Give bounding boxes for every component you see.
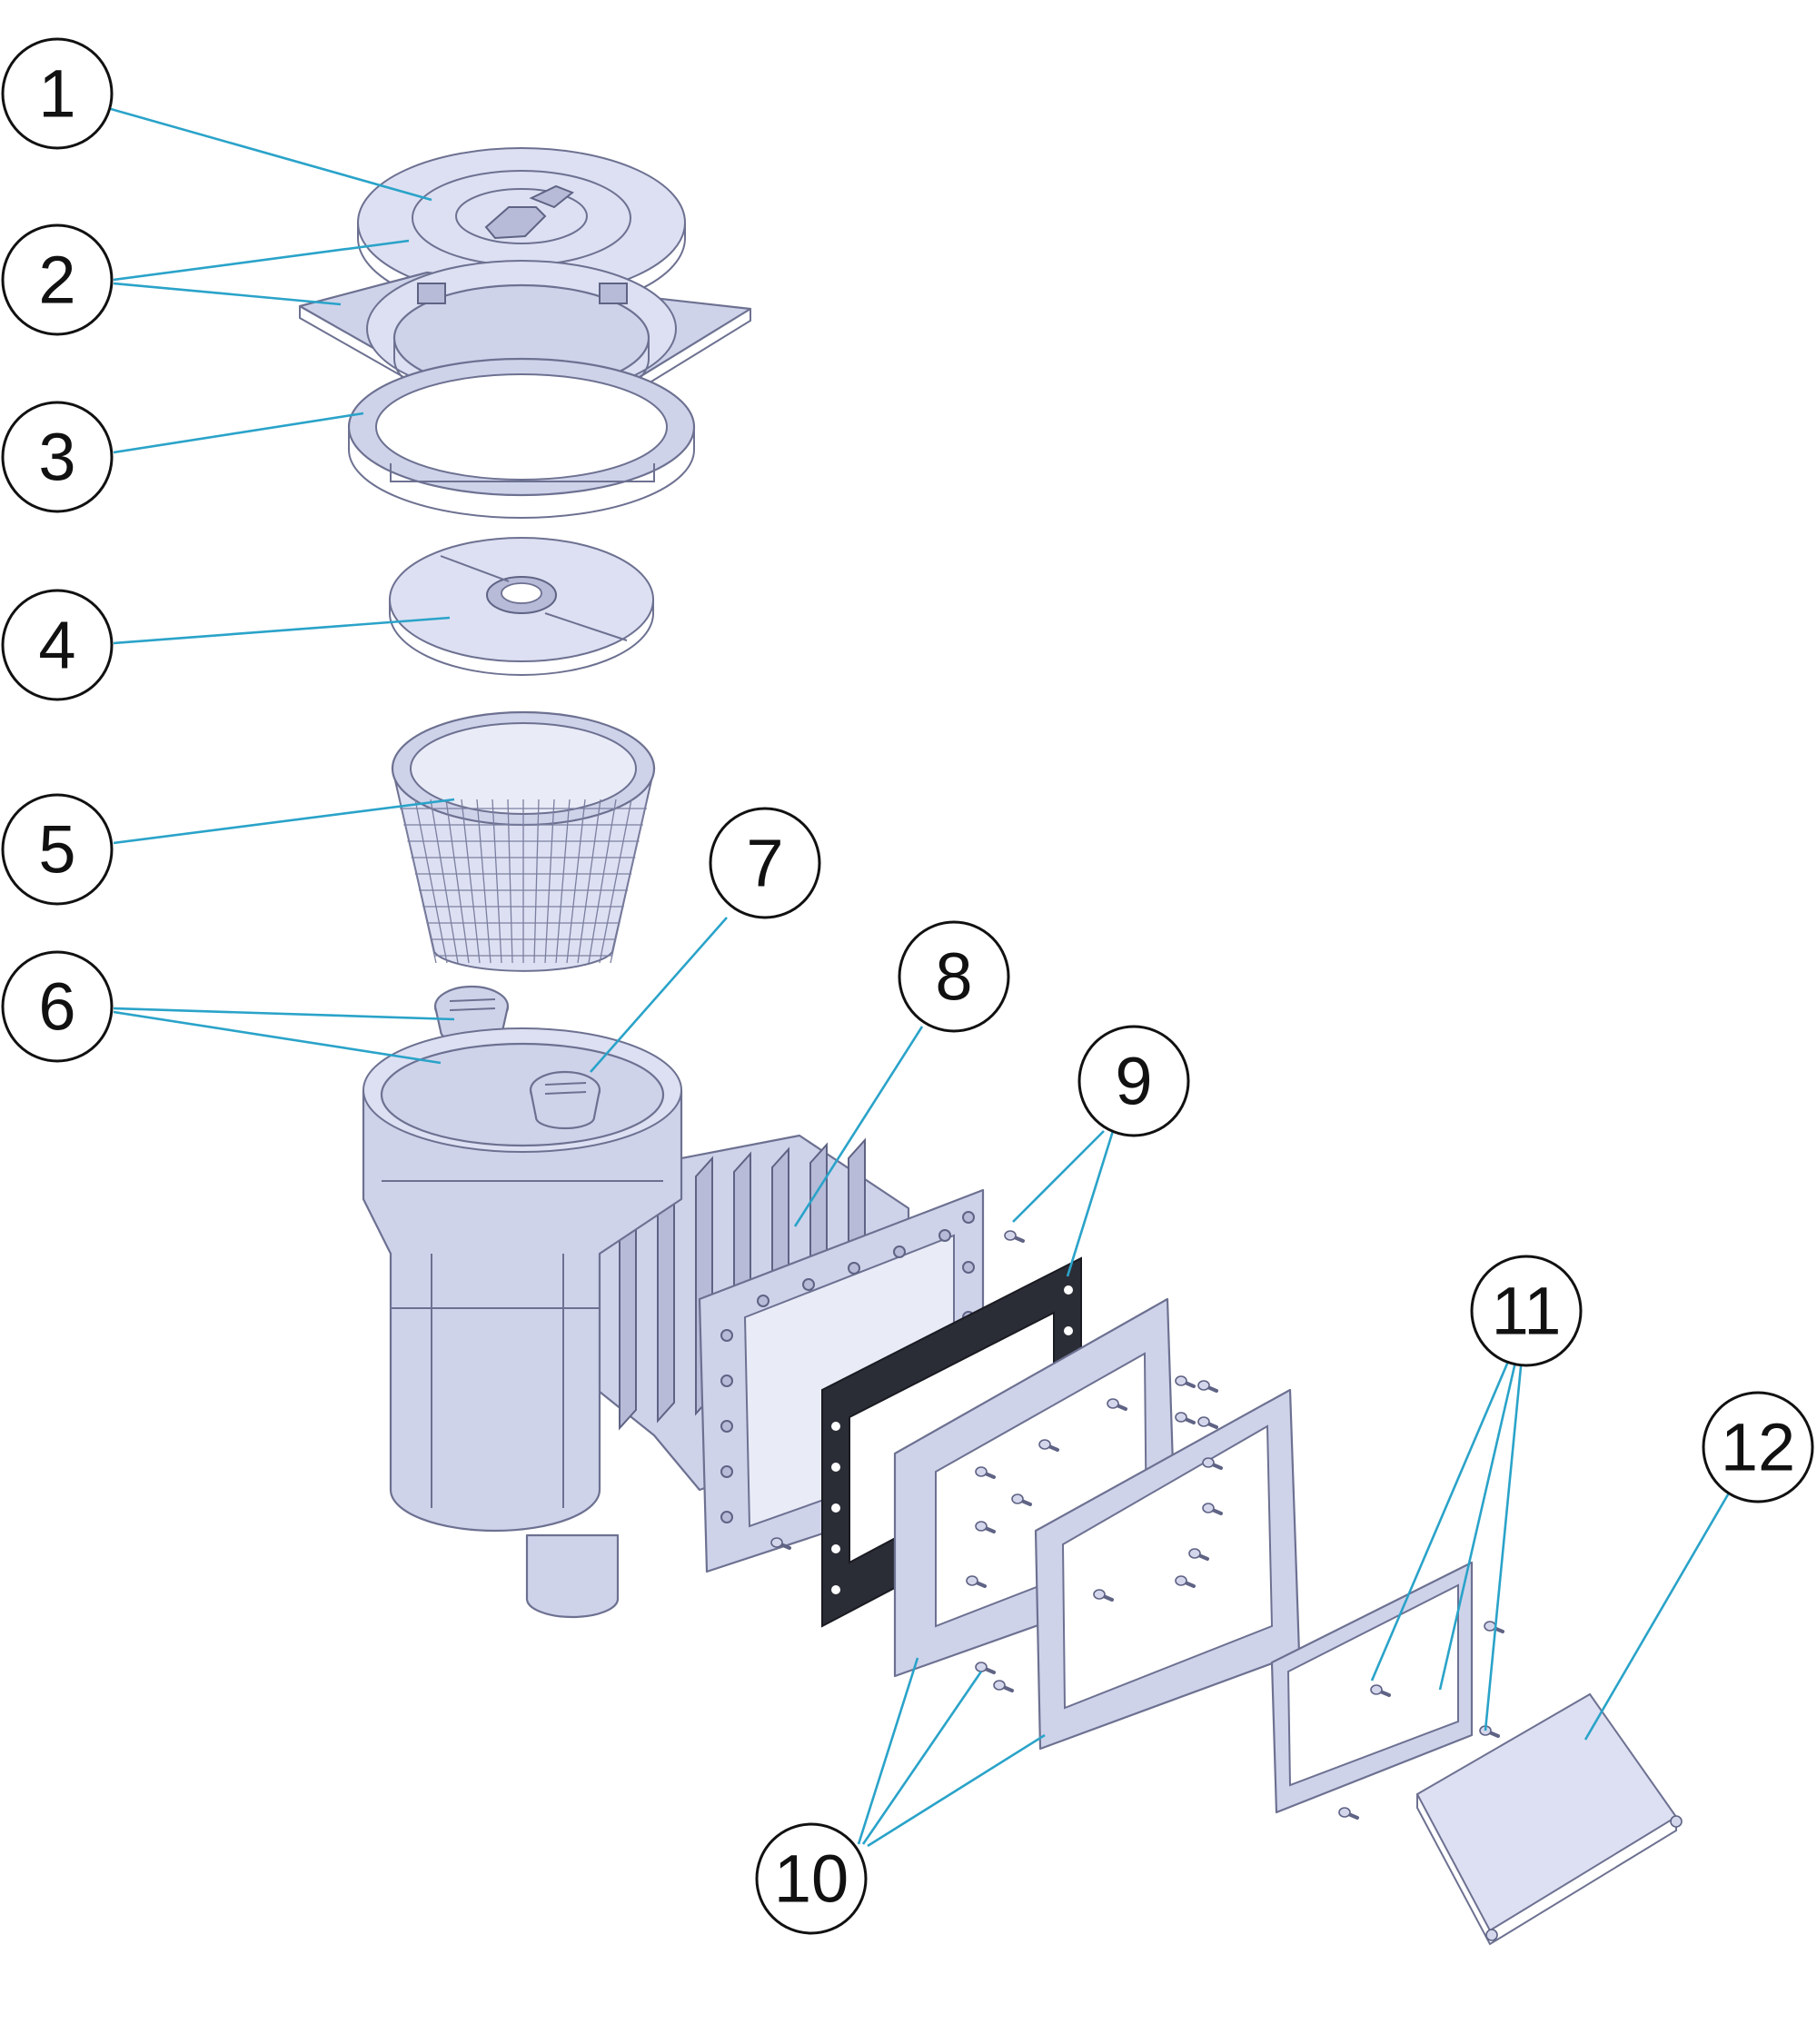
part-4-disc <box>389 537 654 676</box>
callout-6: 6 <box>1 950 114 1063</box>
callout-6-label: 6 <box>38 969 75 1045</box>
callout-5-label: 5 <box>38 812 75 888</box>
callout-10: 10 <box>755 1822 868 1935</box>
callout-7: 7 <box>709 807 821 919</box>
callout-1-label: 1 <box>38 56 75 132</box>
callout-9: 9 <box>1077 1025 1190 1137</box>
leader-lines <box>110 107 1733 1848</box>
callout-5: 5 <box>1 793 114 906</box>
screws-group <box>770 1230 1504 1820</box>
callout-7-label: 7 <box>746 826 783 901</box>
callout-12: 12 <box>1702 1391 1814 1503</box>
callout-11: 11 <box>1470 1255 1583 1367</box>
callout-9-label: 9 <box>1115 1044 1152 1119</box>
part-3-ring <box>347 357 696 519</box>
callout-2-label: 2 <box>38 243 75 318</box>
part-10-frames <box>893 1297 1301 1751</box>
callout-12-label: 12 <box>1721 1410 1795 1485</box>
part-12-flap <box>1415 1692 1683 1946</box>
callout-1: 1 <box>1 37 114 150</box>
callout-3-label: 3 <box>38 420 75 495</box>
callout-8-label: 8 <box>935 939 972 1015</box>
part-5-basket <box>391 710 656 972</box>
callout-8: 8 <box>898 920 1010 1033</box>
callout-10-label: 10 <box>774 1841 849 1917</box>
callout-2: 2 <box>1 223 114 336</box>
callout-4-label: 4 <box>38 608 75 683</box>
callout-11-label: 11 <box>1492 1274 1562 1349</box>
callout-3: 3 <box>1 401 114 513</box>
callout-4: 4 <box>1 589 114 701</box>
